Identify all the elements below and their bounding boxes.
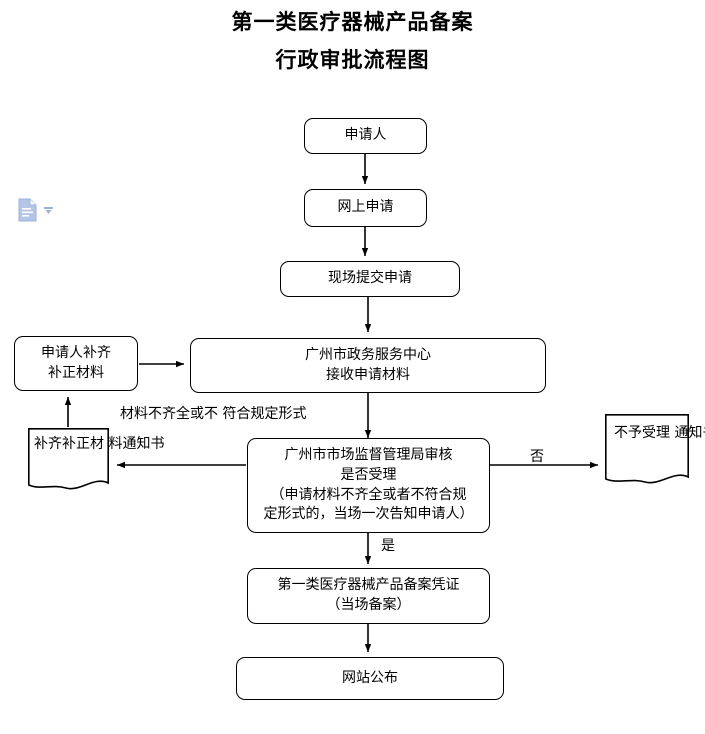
node-review-decision-line-4: 定形式的，当场一次告知申请人） — [263, 506, 474, 523]
edge-label-yes-text: 是 — [381, 538, 395, 554]
page-title-line-2: 行政审批流程图 — [275, 48, 430, 72]
node-onsite-submit[interactable]: 现场提交申请 — [280, 261, 460, 297]
node-rejection-notice-line-1: 不予受理 — [614, 425, 670, 441]
node-review-decision-line-3: （申请材料不齐全或者不符合规 — [270, 486, 467, 503]
page-title-line-1: 第一类医疗器械产品备案 — [231, 10, 474, 34]
edge-label-no-text: 否 — [530, 449, 544, 465]
node-rejection-notice-line-2: 通知书 — [674, 425, 705, 441]
node-service-center[interactable]: 广州市政务服务中心 接收申请材料 — [190, 338, 546, 393]
document-shape-outline — [28, 428, 109, 490]
node-filing-certificate-line-1: 第一类医疗器械产品备案凭证 — [277, 577, 460, 594]
node-online-application-line-1: 网上申请 — [337, 199, 394, 216]
edge-label-incomplete-materials: 材料不齐全或不 符合规定形式 — [120, 404, 306, 424]
edge-label-incomplete-materials-line-1: 材料不齐全或不 — [120, 406, 218, 422]
node-review-decision[interactable]: 广州市市场监督管理局审核 是否受理 （申请材料不齐全或者不符合规 定形式的，当场… — [247, 438, 490, 533]
node-filing-certificate[interactable]: 第一类医疗器械产品备案凭证 （当场备案） — [247, 568, 490, 624]
node-review-decision-line-2: 是否受理 — [340, 466, 397, 483]
node-service-center-line-2: 接收申请材料 — [326, 366, 410, 383]
edge-label-yes: 是 — [381, 536, 395, 556]
node-applicant-line-1: 申请人 — [344, 127, 387, 144]
node-applicant-supplement[interactable]: 申请人补齐 补正材料 — [14, 336, 138, 391]
node-onsite-submit-line-1: 现场提交申请 — [328, 270, 412, 287]
node-website-publish[interactable]: 网站公布 — [236, 657, 504, 700]
edge-label-incomplete-materials-line-2: 符合规定形式 — [222, 406, 307, 422]
node-filing-certificate-line-2: （当场备案） — [326, 597, 411, 613]
node-supplement-notice-line-1: 补齐补正材 — [34, 436, 104, 452]
node-rejection-notice[interactable]: 不予受理 通知书 — [605, 414, 705, 489]
node-website-publish-line-1: 网站公布 — [342, 669, 398, 686]
node-applicant[interactable]: 申请人 — [304, 118, 427, 154]
chevron-down-icon[interactable] — [44, 207, 53, 214]
node-review-decision-line-1: 广州市市场监督管理局审核 — [284, 446, 453, 463]
node-service-center-line-1: 广州市政务服务中心 — [305, 346, 431, 363]
node-applicant-supplement-line-1: 申请人补齐 — [41, 344, 111, 361]
node-supplement-notice[interactable]: 补齐补正材 料通知书 — [28, 428, 164, 494]
document-icon[interactable] — [18, 198, 37, 222]
node-applicant-supplement-line-2: 补正材料 — [48, 364, 104, 381]
node-supplement-notice-line-2: 料通知书 — [108, 436, 165, 452]
document-shape-outline — [605, 414, 689, 484]
edge-label-no: 否 — [530, 447, 544, 467]
document-widget[interactable] — [18, 198, 58, 224]
node-online-application[interactable]: 网上申请 — [304, 189, 427, 227]
